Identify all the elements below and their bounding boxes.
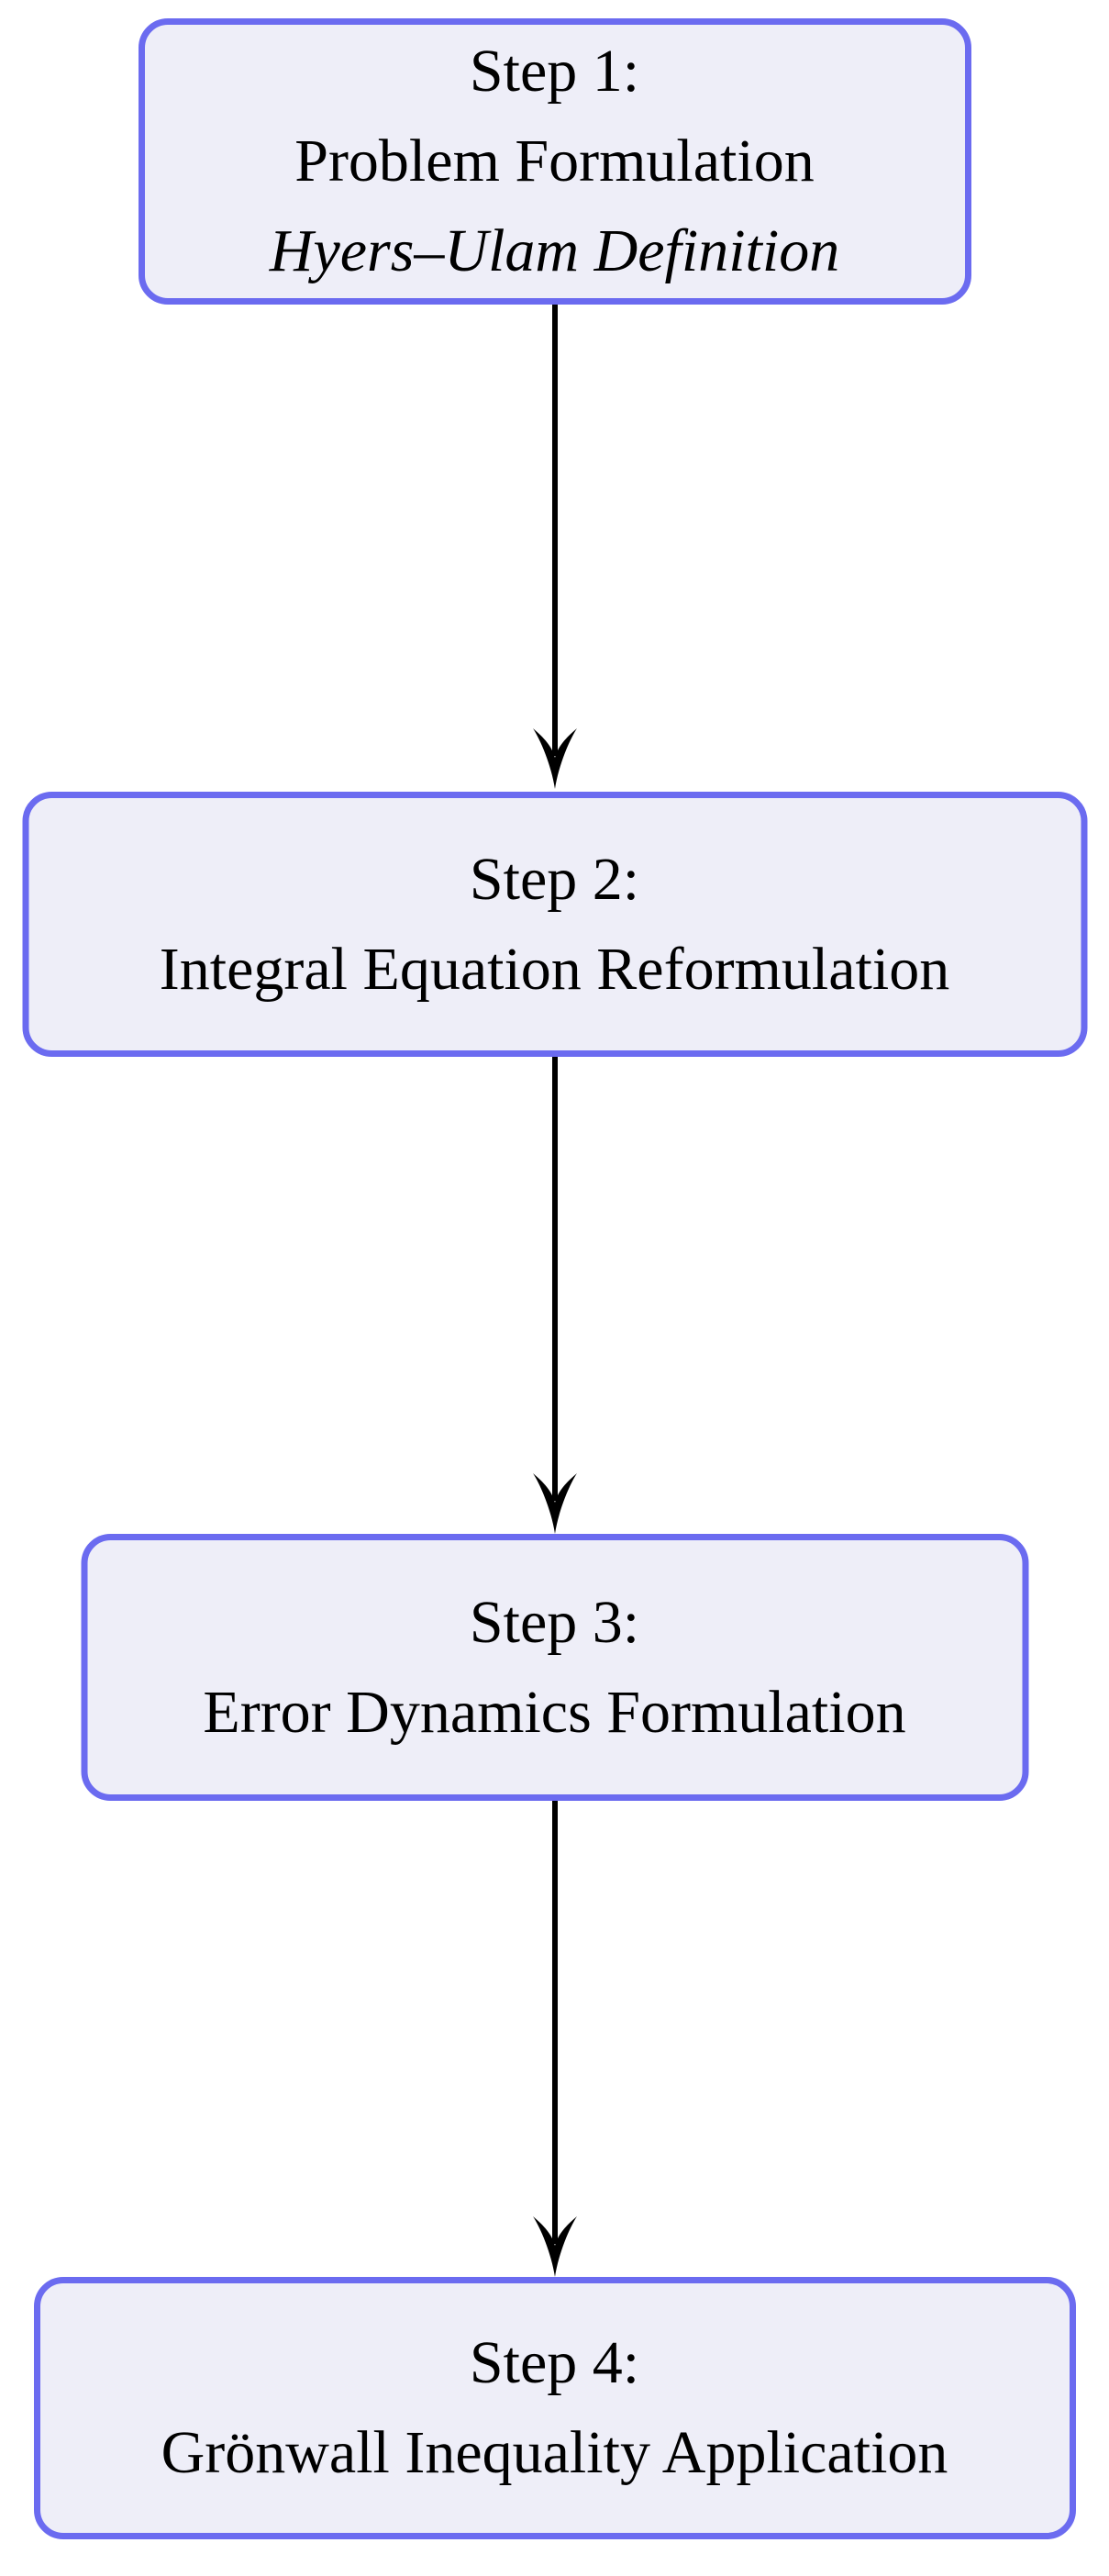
step-4-label: Step 4: [469,2329,640,2396]
step-2-title: Integral Equation Reformulation [159,935,950,1003]
arrow-step2-to-step3-icon [532,1057,577,1534]
step-1-title: Problem Formulation [294,128,815,194]
arrow-step3-to-step4-icon [532,1801,577,2277]
step-1-label: Step 1: [469,38,640,105]
step-1-subtitle: Hyers–Ulam Definition [269,217,840,284]
arrow-step1-to-step2-icon [532,305,577,789]
step-3-title: Error Dynamics Formulation [203,1678,906,1746]
step-3-node: Step 3: Error Dynamics Formulation [81,1534,1028,1801]
step-2-label: Step 2: [469,845,640,913]
step-4-node: Step 4: Grönwall Inequality Application [33,2277,1076,2539]
step-4-title: Grönwall Inequality Application [161,2419,948,2486]
step-2-node: Step 2: Integral Equation Reformulation [22,792,1087,1057]
step-3-label: Step 3: [469,1588,640,1656]
step-1-node: Step 1: Problem Formulation Hyers–Ulam D… [138,18,971,305]
